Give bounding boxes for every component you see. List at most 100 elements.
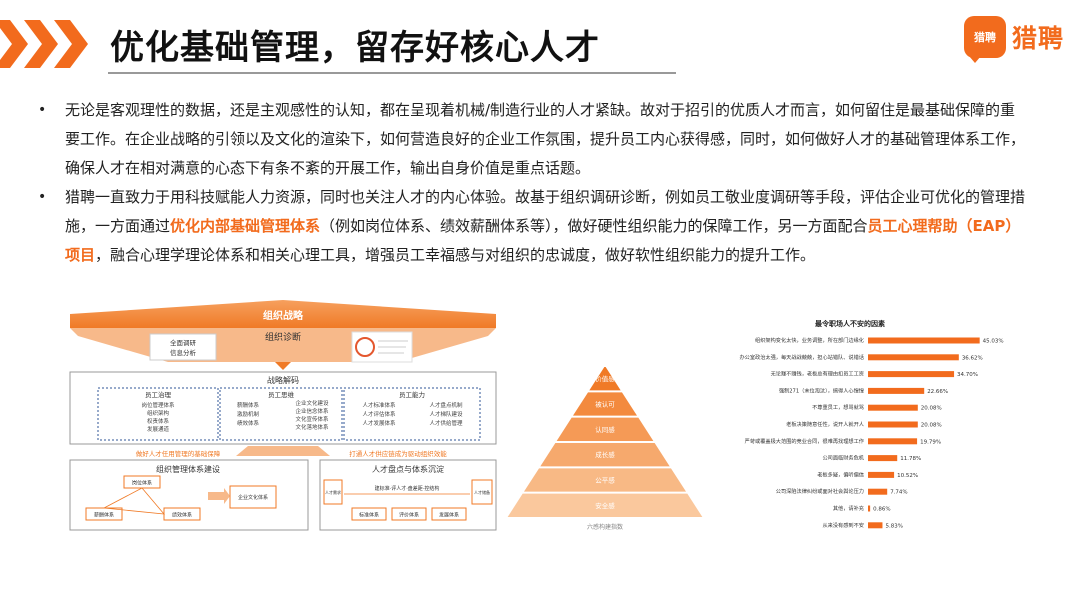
demand-box-label: 人才需求	[325, 489, 341, 495]
flow-line-text: 建标准·评人才·盘差距·控结构	[375, 485, 440, 492]
col2-item: 文化宣传体系	[295, 415, 329, 423]
bar	[868, 371, 955, 378]
bar	[868, 387, 925, 394]
pyramid-level-label: 认同感	[595, 425, 615, 434]
bar-category-label: 无论赚不赚钱，老板总有理由扣员工工资	[771, 370, 864, 378]
col1-title: 员工治理	[145, 390, 172, 399]
survey-box-line1: 全面调研	[170, 338, 197, 347]
pyramid-level	[589, 367, 621, 391]
left-node-label: 岗位体系	[132, 480, 152, 487]
demand-box	[323, 479, 343, 505]
bar-value-label: 19.79%	[920, 439, 941, 445]
col1-item: 权责体系	[147, 417, 170, 425]
pyramid-level-label: 被认可	[595, 400, 615, 409]
bar	[868, 488, 888, 495]
bar-value-label: 22.66%	[927, 389, 948, 395]
survey-box-line2: 信息分析	[170, 348, 197, 357]
highlight-eap-project: 员工心理帮助（EAP）项目	[65, 217, 1021, 264]
pyramid-level	[507, 493, 703, 517]
bar-category-label: 从来没有感到不安	[822, 521, 864, 529]
right-panel-title: 人才盘点与体系沉淀	[372, 464, 444, 474]
col2-item: 激励机制	[237, 410, 260, 418]
right-arrow-icon	[208, 488, 230, 504]
bar-category-label: 老板决策随意任性，说开人就开人	[786, 420, 864, 428]
bar-category-label: 强制271（末位淘汰），搞得人心惶惶	[779, 386, 864, 394]
highlight-internal-management: 优化内部基础管理体系	[170, 217, 321, 235]
col2-box	[219, 387, 343, 441]
strategy-banner	[70, 300, 496, 328]
bullet-1-text: 无论是客观理性的数据，还是主观感性的认知，都在呈现着机械/制造行业的人才紧缺。故…	[65, 101, 1026, 177]
bar-value-label: 36.62%	[962, 355, 983, 361]
liepin-logo: 猎聘 猎聘	[963, 16, 1064, 63]
bullet-dot-icon: •	[38, 189, 47, 205]
logo-badge: 猎聘	[963, 16, 1006, 63]
pyramid-level	[572, 392, 638, 416]
pyramid-level-label: 安全感	[595, 501, 615, 510]
pyramid-level-label: 公平感	[595, 476, 615, 485]
report-chart-icon	[355, 337, 375, 357]
left-node-label: 薪酬体系	[94, 512, 114, 519]
right-node-label: 标准体系	[359, 512, 379, 519]
split-arrow	[236, 446, 330, 456]
bar-category-label: 公司面临财务危机	[822, 454, 864, 462]
col3-item: 人才标准体系	[362, 401, 396, 409]
stock-box-label: 人才储备	[474, 489, 490, 495]
bar-category-label: 办公室政治太强，每天战战兢兢，担心站错队、说错话	[739, 353, 864, 361]
pyramid-level-label: 成长感	[595, 450, 615, 459]
org-management-diagram: 组织战略 组织诊断 全面调研 信息分析 战略解码 员工治理 岗位管理体系 组织架…	[69, 300, 497, 531]
pyramid-level	[540, 443, 670, 467]
col1-item: 发展通道	[147, 425, 170, 433]
right-node	[351, 507, 387, 521]
col2-item: 薪酬体系	[237, 401, 260, 409]
bar-category-label: 组织架构变化太快，业务调整，所在部门边缘化	[755, 336, 864, 344]
bar	[868, 455, 898, 462]
pyramid-caption: 六感构建指数	[587, 523, 623, 531]
left-panel-title: 组织管理体系建设	[156, 464, 220, 474]
strategy-decode-panel	[69, 371, 497, 445]
bar-category-label: 公司深陷法律纠纷或面对社会舆论压力	[776, 487, 864, 495]
bar	[868, 471, 895, 478]
bar-value-label: 11.78%	[900, 456, 921, 462]
col3-item: 人才盘点机制	[429, 401, 463, 409]
col1-item: 组织架构	[147, 409, 170, 417]
bar-category-label: 不尊重员工，想骂就骂	[812, 403, 864, 411]
bar	[868, 505, 871, 512]
bar-category-label: 老板多疑，偏听偏信	[817, 470, 864, 478]
diagnosis-title: 组织诊断	[265, 331, 301, 343]
title-underline	[108, 72, 676, 74]
triangle-links	[102, 487, 165, 515]
bullet-dot-icon: •	[38, 102, 47, 118]
col3-item: 人才供给管理	[429, 419, 463, 427]
pyramid-level	[556, 417, 654, 441]
bullet-1: • 无论是客观理性的数据，还是主观感性的认知，都在呈现着机械/制造行业的人才紧缺…	[38, 96, 1028, 183]
page-title: 优化基础管理，留存好核心人才	[110, 28, 600, 68]
decode-title: 战略解码	[267, 375, 299, 385]
col3-title: 员工能力	[399, 390, 425, 399]
bullet-list: • 无论是客观理性的数据，还是主观感性的认知，都在呈现着机械/制造行业的人才紧缺…	[38, 96, 1028, 270]
bar-value-label: 20.08%	[921, 406, 942, 412]
col1-item: 岗位管理体系	[141, 401, 175, 409]
left-caption: 做好人才任用管理的基础保障	[136, 449, 221, 458]
bar-category-label: 严苛或覆盖极大范围的竞业合同，很难再找理想工作	[745, 437, 864, 445]
culture-node	[229, 485, 277, 509]
bar-value-label: 20.08%	[921, 423, 942, 429]
stock-box	[471, 479, 493, 505]
right-caption: 打通人才供应链成为驱动组织效能	[349, 449, 447, 458]
bar	[868, 522, 883, 529]
right-node-label: 发展体系	[439, 512, 459, 519]
bullet-2-text-c: ，融合心理学理论体系和相关心理工具，增强员工幸福感与对组织的忠诚度，做好软性组织…	[95, 246, 816, 264]
right-node	[431, 507, 467, 521]
col2-item: 绩效体系	[237, 419, 260, 427]
bullet-2-text-b: （例如岗位体系、绩效薪酬体系等），做好硬性组织能力的保障工作，另一方面配合	[320, 217, 868, 235]
culture-node-label: 企业文化体系	[238, 494, 268, 501]
pyramid-level	[523, 468, 687, 492]
right-node-label: 评价体系	[399, 512, 419, 519]
bullet-2: • 猎聘一直致力于用科技赋能人力资源，同时也关注人才的内心体验。故基于组织调研诊…	[38, 183, 1028, 270]
logo-text: 猎聘	[1011, 24, 1064, 53]
bar	[868, 337, 980, 344]
col3-item: 人才梯队建设	[429, 410, 463, 418]
col2-item: 文化落地体系	[295, 423, 329, 431]
bar	[868, 404, 918, 411]
